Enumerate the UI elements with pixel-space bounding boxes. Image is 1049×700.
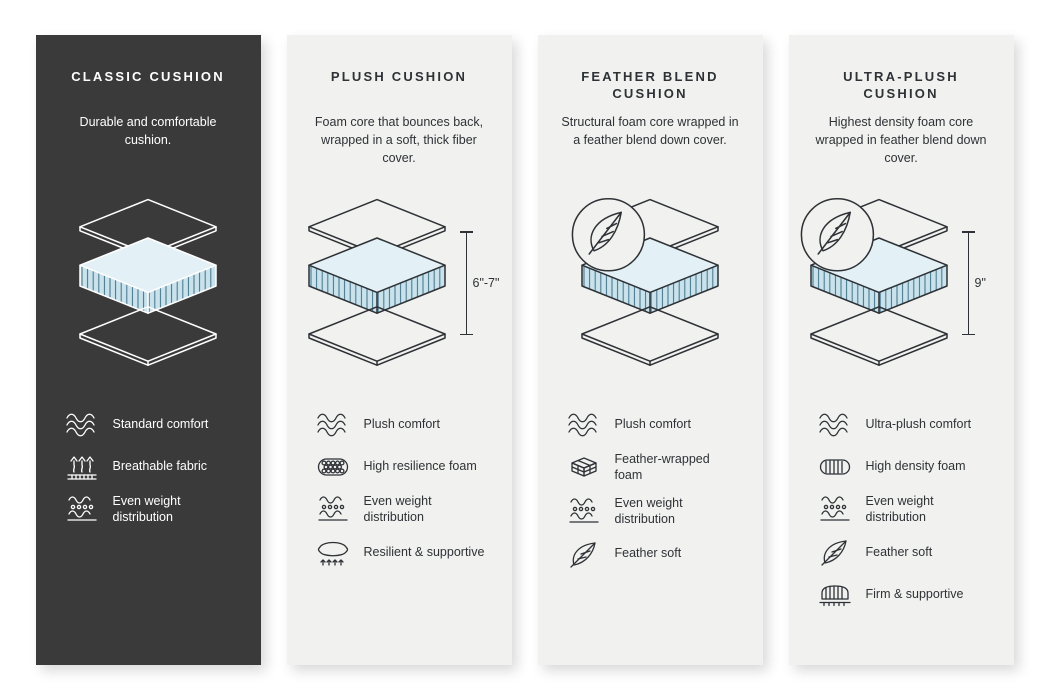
feature-label: Firm & supportive	[865, 586, 964, 601]
feature-label: Resilient & supportive	[363, 544, 485, 559]
feature-list: Standard comfort Breathable fabric Even …	[50, 409, 247, 526]
density-foam-icon	[817, 452, 853, 482]
even-weight-icon	[817, 494, 853, 524]
card-ultra-plush-cushion: ULTRA-PLUSH CUSHION Highest density foam…	[788, 35, 1014, 665]
waves-icon	[817, 410, 853, 440]
feature-item: Even weight distribution	[315, 493, 494, 526]
cushion-layers-illustration	[571, 198, 719, 367]
feature-item: High resilience foam	[315, 451, 494, 482]
foam-core-layer	[79, 237, 217, 315]
feather-badge-icon	[800, 198, 874, 272]
height-label: 6"-7"	[472, 276, 500, 290]
waves-icon	[315, 410, 351, 440]
measure-cap-bottom	[961, 333, 975, 335]
cushion-comparison-infographic: CLASSIC CUSHION Durable and comfortable …	[35, 35, 1014, 665]
feature-item: Feather soft	[817, 537, 996, 568]
card-description: Durable and comfortable cushion.	[79, 115, 217, 148]
feature-item: Even weight distribution	[817, 493, 996, 526]
cushion-diagram: 9"	[800, 183, 998, 383]
feature-label: High density foam	[865, 459, 966, 474]
resilient-supportive-icon	[315, 537, 351, 567]
even-weight-icon	[566, 496, 602, 526]
even-weight-icon	[315, 494, 351, 524]
feature-item: Plush comfort	[315, 409, 494, 440]
firm-supportive-icon	[817, 579, 853, 609]
even-weight-icon	[64, 494, 100, 524]
bottom-cover-layer	[809, 306, 948, 367]
feature-label: Plush comfort	[614, 417, 691, 432]
feature-list: Ultra-plush comfort High density foam Ev…	[803, 409, 1000, 610]
card-classic-cushion: CLASSIC CUSHION Durable and comfortable …	[35, 35, 261, 665]
card-description: Foam core that bounces back, wrapped in …	[314, 115, 484, 166]
feature-item: Even weight distribution	[566, 495, 745, 528]
feather-badge-icon	[571, 198, 646, 272]
cushion-diagram: 6"-7"	[303, 183, 499, 383]
feature-label: Even weight distribution	[614, 495, 683, 526]
bottom-cover-layer	[581, 306, 719, 367]
cushion-diagram	[554, 183, 747, 383]
feature-label: Feather soft	[614, 546, 682, 561]
feature-item: Feather-wrapped foam	[566, 451, 745, 484]
feature-label: Plush comfort	[363, 417, 440, 432]
bottom-cover-layer	[307, 306, 446, 367]
feature-item: Breathable fabric	[64, 451, 243, 482]
card-title: ULTRA-PLUSH CUSHION	[843, 69, 959, 101]
foam-core-layer	[307, 237, 446, 315]
feature-item: Ultra-plush comfort	[817, 409, 996, 440]
breathable-icon	[64, 452, 100, 482]
card-title: FEATHER BLEND CUSHION	[581, 69, 719, 101]
feature-label: Ultra-plush comfort	[865, 417, 972, 432]
feature-list: Plush comfort High resilience foam Even …	[301, 409, 498, 568]
height-measure: 9"	[961, 231, 1004, 335]
measure-line	[465, 231, 467, 335]
measure-line	[967, 231, 969, 335]
feature-item: Even weight distribution	[64, 493, 243, 526]
feature-item: High density foam	[817, 451, 996, 482]
card-title: CLASSIC CUSHION	[71, 69, 225, 84]
feather-icon	[817, 537, 853, 567]
feature-item: Standard comfort	[64, 409, 243, 440]
feature-item: Resilient & supportive	[315, 537, 494, 568]
height-measure: 6"-7"	[459, 231, 502, 335]
feature-item: Feather soft	[566, 538, 745, 569]
height-label: 9"	[974, 276, 986, 290]
cushion-diagram	[52, 183, 245, 383]
card-title: PLUSH CUSHION	[330, 69, 468, 84]
bottom-cover-layer	[79, 306, 217, 367]
feature-item: Plush comfort	[566, 409, 745, 440]
feature-label: Feather soft	[865, 544, 933, 559]
feature-label: Feather-wrapped foam	[614, 452, 710, 483]
feature-item: Firm & supportive	[817, 579, 996, 610]
waves-icon	[64, 410, 100, 440]
feature-label: Even weight distribution	[112, 494, 181, 525]
resilience-foam-icon	[315, 452, 351, 482]
cushion-layers-illustration	[307, 199, 446, 367]
waves-icon	[566, 410, 602, 440]
card-description: Highest density foam core wrapped in fea…	[815, 115, 987, 166]
feather-wrapped-icon	[566, 452, 602, 482]
card-feather-blend-cushion: FEATHER BLEND CUSHION Structural foam co…	[537, 35, 763, 665]
feature-label: Standard comfort	[112, 417, 209, 432]
feature-list: Plush comfort Feather-wrapped foam Even …	[552, 409, 749, 569]
cushion-layers-illustration	[79, 199, 217, 367]
feature-label: Even weight distribution	[363, 494, 432, 525]
cushion-layers-illustration	[800, 198, 948, 367]
card-description: Structural foam core wrapped in a feathe…	[561, 115, 739, 148]
feature-label: Breathable fabric	[112, 459, 208, 474]
feature-label: Even weight distribution	[865, 494, 934, 525]
card-plush-cushion: PLUSH CUSHION Foam core that bounces bac…	[286, 35, 512, 665]
measure-cap-bottom	[459, 333, 473, 335]
feather-icon	[566, 539, 602, 569]
feature-label: High resilience foam	[363, 459, 477, 474]
